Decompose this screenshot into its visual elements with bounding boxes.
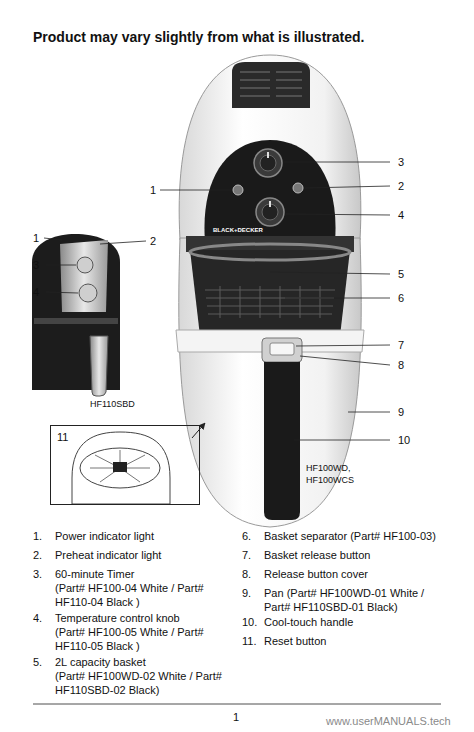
callout-number: 3: [398, 155, 404, 169]
page-number: 1: [233, 710, 239, 724]
part-number: (Part# HF100-05 White / Part# HF110-05 B…: [55, 625, 215, 653]
part-description: Temperature control knob: [55, 611, 180, 625]
list-number: 6.: [242, 529, 251, 543]
watermark: www.userMANUALS.tech: [326, 714, 451, 728]
callout-number: 8: [398, 358, 404, 372]
part-description: Basket separator (Part# HF100-03): [264, 529, 436, 543]
model-label: HF100WD, HF100WCS: [306, 462, 372, 486]
part-description: Reset button: [264, 634, 326, 648]
callout-number: 7: [398, 338, 404, 352]
callout-number: 9: [398, 405, 404, 419]
list-number: 7.: [242, 548, 251, 562]
callout-number: 11: [51, 426, 74, 448]
list-number: 11.: [242, 634, 256, 648]
part-description: Power indicator light: [55, 529, 154, 543]
callout-number: 4: [398, 208, 404, 222]
part-description: Basket release button: [264, 548, 370, 562]
list-number: 4.: [33, 611, 42, 625]
part-description: 60-minute Timer: [55, 567, 134, 581]
callout-number: 3: [33, 258, 39, 272]
callout-number: 4: [33, 285, 39, 299]
callout-number: 2: [398, 179, 404, 193]
list-number: 3.: [33, 567, 42, 581]
model-label: HF110SBD: [90, 398, 135, 410]
part-description: Cool-touch handle: [264, 615, 353, 629]
list-number: 1.: [33, 529, 42, 543]
part-description: Release button cover: [264, 567, 368, 581]
callout-number: 2: [150, 234, 156, 248]
callout-number: 10: [398, 433, 410, 447]
reset-button-inset: [72, 423, 205, 504]
part-description: Pan (Part# HF100WD-01 White / Part# HF11…: [264, 586, 449, 614]
callout-number: 1: [33, 231, 39, 245]
brand-logo: BLACK+DECKER: [213, 226, 263, 235]
list-number: 9.: [242, 586, 251, 600]
part-number: (Part# HF100-04 White / Part# HF110-04 B…: [55, 581, 215, 609]
inset-box: 11: [50, 425, 200, 505]
list-number: 10.: [242, 615, 257, 629]
small-fryer: [32, 234, 120, 396]
callout-number: 5: [398, 267, 404, 281]
callout-number: 1: [150, 183, 156, 197]
part-description: 2L capacity basket: [55, 655, 146, 669]
page-title: Product may vary slightly from what is i…: [33, 30, 364, 44]
leader-lines: [33, 162, 441, 704]
list-number: 8.: [242, 567, 251, 581]
main-fryer: [176, 55, 364, 527]
part-description: Preheat indicator light: [55, 548, 161, 562]
part-number: (Part# HF100WD-02 White / Part# HF110SBD…: [55, 669, 225, 697]
list-number: 2.: [33, 548, 42, 562]
list-number: 5.: [33, 655, 42, 669]
callout-number: 6: [398, 291, 404, 305]
